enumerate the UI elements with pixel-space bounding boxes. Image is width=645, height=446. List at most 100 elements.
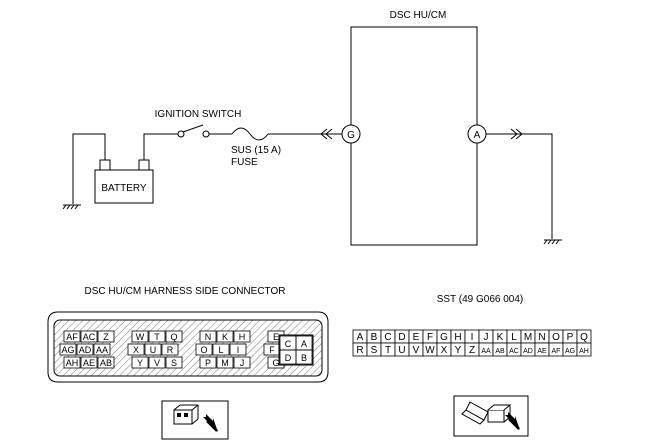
sst-cell-label: AD <box>523 348 533 355</box>
module-box <box>350 26 478 246</box>
module-title: DSC HU/CM <box>390 10 447 21</box>
sst-cell-label: F <box>427 332 433 343</box>
sst-cell-label: G <box>440 332 448 343</box>
sst-cell-label: Q <box>580 332 588 343</box>
connector-pin-cell <box>131 356 149 369</box>
connector-pin-cell <box>216 330 234 343</box>
sst-cell-label: V <box>413 345 420 356</box>
connector-side-label: B <box>301 353 307 363</box>
connector-pin-label: H <box>239 332 246 342</box>
connector-mark-g <box>320 128 333 140</box>
sst-cell-label: K <box>497 332 504 343</box>
connector-pin-label: O <box>200 345 207 355</box>
connector-pin-cell <box>216 356 234 369</box>
connector-pin-label: U <box>150 345 157 355</box>
sst-cell-label: C <box>384 332 391 343</box>
connector-pin-label: Q <box>170 332 177 342</box>
connector-pin-label: AE <box>83 358 95 368</box>
connector-pin-label: W <box>136 332 145 342</box>
switch-contact-right <box>202 130 210 138</box>
connector-pin-label: Z <box>103 332 109 342</box>
sst-cell-label: W <box>425 345 435 356</box>
ignition-switch-label: IGNITION SWITCH <box>155 109 242 120</box>
connector-pin-cell <box>165 330 183 343</box>
connector-pin-cell <box>148 356 166 369</box>
connector-pin-cell <box>80 330 98 343</box>
connector-pin-label: F <box>269 345 275 355</box>
connector-pin-cell <box>195 343 213 356</box>
connector-side-label: D <box>285 353 292 363</box>
connector-side-cell <box>295 349 313 365</box>
sst-cell-label: Z <box>469 345 475 356</box>
connector-pin-label: L <box>218 345 223 355</box>
sst-cell-label: AB <box>495 348 505 355</box>
connector-pin-label: G <box>272 358 279 368</box>
connector-pin-cell <box>212 343 230 356</box>
sst-cell-label: S <box>371 345 378 356</box>
battery-label: BATTERY <box>101 183 147 194</box>
connector-pin-label: S <box>171 358 177 368</box>
connector-pin-label: T <box>154 332 160 342</box>
sst-cell <box>576 342 592 357</box>
battery-positive-post <box>138 159 150 171</box>
sst-cell-label: O <box>552 332 560 343</box>
connector-pin-label: K <box>222 332 228 342</box>
sst-cell-label: P <box>567 332 574 343</box>
sst-cell-label: R <box>356 345 363 356</box>
connector-pin-label: AD <box>79 345 92 355</box>
connector-mark-a <box>510 128 523 140</box>
connector-pin-cell <box>199 330 217 343</box>
sst-cell-label: H <box>454 332 461 343</box>
connector-pin-cell <box>80 356 98 369</box>
terminal-a-label: A <box>474 130 481 141</box>
sst-cell-label: T <box>385 345 391 356</box>
connector-pin-cell <box>63 330 81 343</box>
ground-symbol-module <box>543 239 562 245</box>
battery-box <box>94 169 154 204</box>
connector-pin-label: J <box>240 358 245 368</box>
connector-pin-label: X <box>133 345 139 355</box>
connector-pin-label: AF <box>66 332 78 342</box>
connector-pin-cell <box>63 356 81 369</box>
connector-pin-cell <box>148 330 166 343</box>
connector-pin-cell <box>131 330 149 343</box>
fuse-rating-label: SUS (15 A) <box>231 145 281 156</box>
fuse-symbol <box>231 127 269 141</box>
sst-cell-label: M <box>524 332 532 343</box>
sst-cell-label: D <box>398 332 405 343</box>
connector-pin-cell <box>76 343 94 356</box>
connector-pin-cell <box>233 330 251 343</box>
sst-cell-label: AF <box>552 348 561 355</box>
switch-lever <box>182 124 204 133</box>
switch-contact-left <box>177 130 185 138</box>
connector-pin-cell <box>97 356 115 369</box>
connector-side-label: A <box>301 339 307 349</box>
terminal-g-label: G <box>347 130 355 141</box>
sst-cell-label: U <box>398 345 405 356</box>
connector-pin-cell <box>97 330 115 343</box>
ground-symbol-battery <box>62 204 81 210</box>
wire-battery-to-switch <box>143 133 178 160</box>
connector-pin-label: M <box>221 358 229 368</box>
sst-cell-label: I <box>471 332 474 343</box>
sst-cell-label: AH <box>579 348 589 355</box>
sst-cell-label: X <box>441 345 448 356</box>
connector-pin-label: AG <box>61 345 74 355</box>
connector-pin-cell <box>229 343 247 356</box>
connector-pin-cell <box>199 356 217 369</box>
connector-pin-label: V <box>154 358 160 368</box>
sst-view-icon <box>453 395 529 437</box>
sst-cell-label: A <box>357 332 364 343</box>
connector-pin-label: I <box>237 345 240 355</box>
connector-pin-label: Y <box>137 358 143 368</box>
sst-cell-label: AA <box>481 348 491 355</box>
connector-pin-label: AH <box>66 358 79 368</box>
sst-cell-label: AC <box>509 348 519 355</box>
connector-pin-label: N <box>205 332 212 342</box>
connector-pin-label: P <box>205 358 211 368</box>
connector-pin-cell <box>59 343 77 356</box>
